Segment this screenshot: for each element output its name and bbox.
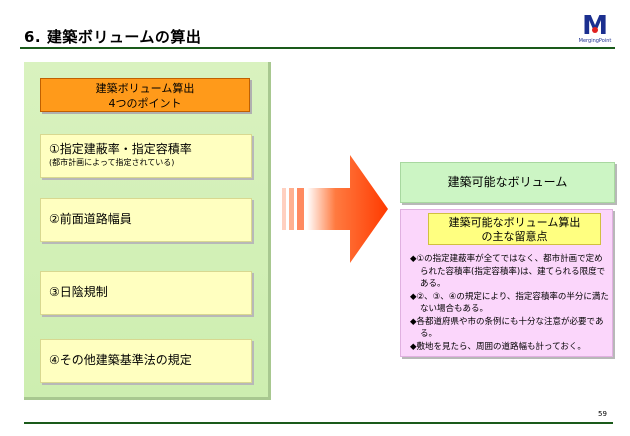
page-number: 59 [598, 410, 607, 418]
result-box: 建築可能なボリューム [400, 162, 615, 203]
notes-heading: 建築可能なボリューム算出 の主な留意点 [428, 213, 601, 245]
points-heading-line2: 4つのポイント [108, 97, 182, 110]
point-label-1: ①指定建蔽率・指定容積率 [49, 142, 192, 156]
logo-letter: M [582, 11, 608, 41]
note-item-1: ◆①の指定建蔽率が全てではなく、都市計画で定められた容積率(指定容積率)は、建て… [410, 254, 606, 289]
title-divider [20, 47, 615, 49]
notes-heading-line1: 建築可能なボリューム算出 [448, 216, 581, 229]
note-item-3: ◆各都道府県や市の条例にも十分な注意が必要である。 [410, 316, 604, 340]
logo-text: MergingPoint [578, 38, 612, 44]
logo-dot-icon [592, 27, 598, 33]
page-title: 6. 建築ボリュームの算出 [24, 28, 202, 46]
point-sub-1: (都市計画によって指定されている) [49, 158, 175, 167]
notes-list: ◆①の指定建蔽率が全てではなく、都市計画で定められた容積率(指定容積率)は、建て… [410, 253, 610, 353]
company-logo: M MergingPoint [574, 11, 616, 44]
point-box-1: ①指定建蔽率・指定容積率 (都市計画によって指定されている) [40, 134, 252, 178]
point-label-3: ③日陰規制 [49, 285, 108, 299]
point-box-3: ③日陰規制 [40, 271, 252, 315]
points-heading-line1: 建築ボリューム算出 [95, 82, 195, 95]
note-item-2: ◆②、③、④の規定により、指定容積率の半分に満たない場合もある。 [410, 291, 609, 315]
point-label-2: ②前面道路幅員 [49, 212, 132, 226]
note-item-4: ◆敷地を見たら、周囲の道路幅も計っておく。 [410, 341, 586, 352]
point-box-2: ②前面道路幅員 [40, 198, 252, 242]
point-box-4: ④その他建築基準法の規定 [40, 339, 252, 383]
right-arrow-icon [280, 153, 390, 265]
point-label-4: ④その他建築基準法の規定 [49, 353, 192, 367]
points-heading: 建築ボリューム算出 4つのポイント [40, 78, 250, 112]
footer-divider [24, 422, 613, 424]
notes-heading-line2: の主な留意点 [481, 230, 548, 243]
